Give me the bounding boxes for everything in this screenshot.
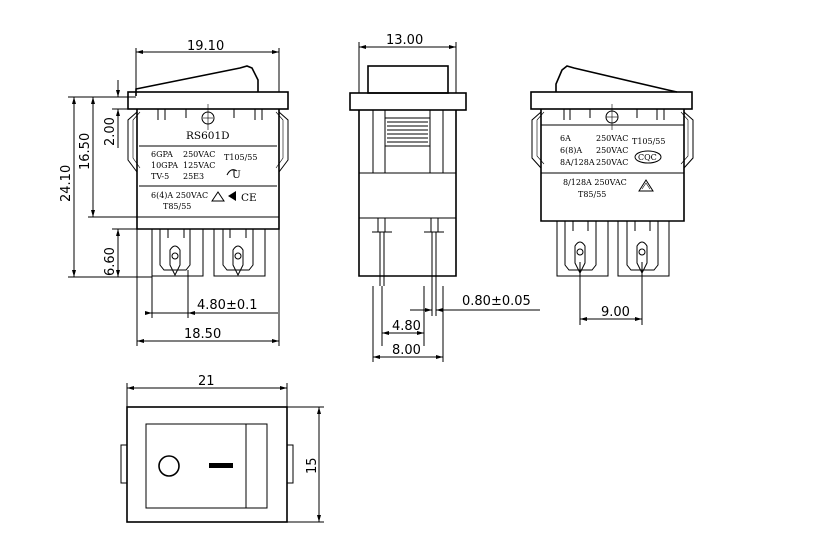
svg-text:TV-5: TV-5: [151, 172, 169, 181]
svg-text:250VAC: 250VAC: [596, 146, 628, 155]
dim-left-height-total: 24.10: [59, 165, 74, 202]
dim-top-width: 21: [198, 374, 215, 389]
terminal-block-right: [213, 229, 266, 277]
svg-text:8/128A 250VAC: 8/128A 250VAC: [563, 178, 627, 187]
dim-left-height-body: 16.50: [78, 133, 93, 170]
triangle-mark-icon: [211, 191, 225, 202]
svg-text:25E3: 25E3: [183, 172, 204, 181]
rocker-face-step: [245, 423, 268, 509]
top-view-left-tab: [120, 444, 128, 484]
dim-left-pin-length: 6.60: [103, 247, 118, 276]
cqc-certification-icon: CQC: [634, 150, 662, 164]
side-dimensions: 13.00 0.80±0.05 4.80 8.00: [358, 33, 540, 362]
side-body: [358, 110, 457, 277]
ul-certification-icon: U: [226, 169, 241, 181]
left-dimensions: 19.10 24.10 16.50 2.00 6.60 4.80±0.1: [59, 39, 280, 346]
svg-text:T105/55: T105/55: [632, 137, 665, 146]
front-view-right: 6A 250VAC T105/55 6(8)A 250VAC 8A/128A 2…: [530, 65, 694, 277]
terminal-block-left: [151, 229, 204, 277]
svg-text:T105/55: T105/55: [224, 153, 257, 162]
right-terminal-block-left: [556, 221, 609, 277]
top-view-right-tab: [286, 444, 294, 484]
side-grip-lines: [385, 117, 430, 147]
latch-right: [278, 111, 289, 173]
svg-text:8A/128A: 8A/128A: [560, 158, 595, 167]
dim-right-pin-pitch: 9.00: [601, 305, 630, 320]
off-symbol-icon: [158, 455, 180, 477]
top-dimensions: 21 15: [126, 374, 324, 523]
on-symbol-icon: [209, 463, 233, 468]
right-switch-body: [540, 109, 685, 222]
top-view: [120, 406, 294, 523]
side-rocker: [367, 65, 449, 94]
dim-top-height: 15: [305, 457, 320, 474]
dim-side-pin-spacing: 4.80: [392, 319, 421, 334]
svg-text:T85/55: T85/55: [578, 190, 606, 199]
dim-side-width: 13.00: [386, 33, 423, 48]
model-label: RS601D: [186, 130, 230, 142]
svg-text:T85/55: T85/55: [163, 202, 191, 211]
svg-text:6GPA: 6GPA: [151, 150, 173, 159]
svg-text:6(8)A: 6(8)A: [560, 146, 582, 155]
svg-text:U: U: [232, 169, 241, 181]
right-dimensions: 9.00: [579, 262, 643, 325]
dim-left-width: 19.10: [187, 39, 224, 54]
dim-left-pin-width: 4.80±0.1: [197, 298, 258, 313]
ce-mark-icon: CE: [228, 191, 257, 204]
latch-left: [127, 111, 138, 173]
svg-text:6A: 6A: [560, 134, 571, 143]
svg-text:250VAC: 250VAC: [596, 134, 628, 143]
dim-left-bottom-width: 18.50: [184, 327, 221, 342]
dim-left-offset: 2.00: [103, 117, 118, 146]
switch-body: [136, 109, 280, 230]
side-view: [349, 65, 467, 286]
svg-text:6(4)A 250VAC: 6(4)A 250VAC: [151, 191, 208, 200]
svg-text:10GPA: 10GPA: [151, 161, 178, 170]
triangle-certification-icon: [638, 179, 654, 192]
right-bezel: [530, 91, 693, 110]
right-rocker-actuator: [555, 65, 678, 93]
svg-text:250VAC: 250VAC: [183, 150, 215, 159]
svg-text:CE: CE: [241, 192, 257, 204]
svg-text:250VAC: 250VAC: [596, 158, 628, 167]
side-bezel: [349, 92, 467, 111]
svg-text:CQC: CQC: [638, 153, 657, 162]
dim-side-pin-thickness: 0.80±0.05: [462, 294, 531, 309]
svg-text:125VAC: 125VAC: [183, 161, 215, 170]
rocker-face: [145, 423, 268, 509]
dim-side-bottom-width: 8.00: [392, 343, 421, 358]
right-terminal-block-right: [617, 221, 670, 277]
front-view-left: RS601D 6GPA 250VAC T105/55 10GPA 125VAC …: [127, 65, 289, 277]
